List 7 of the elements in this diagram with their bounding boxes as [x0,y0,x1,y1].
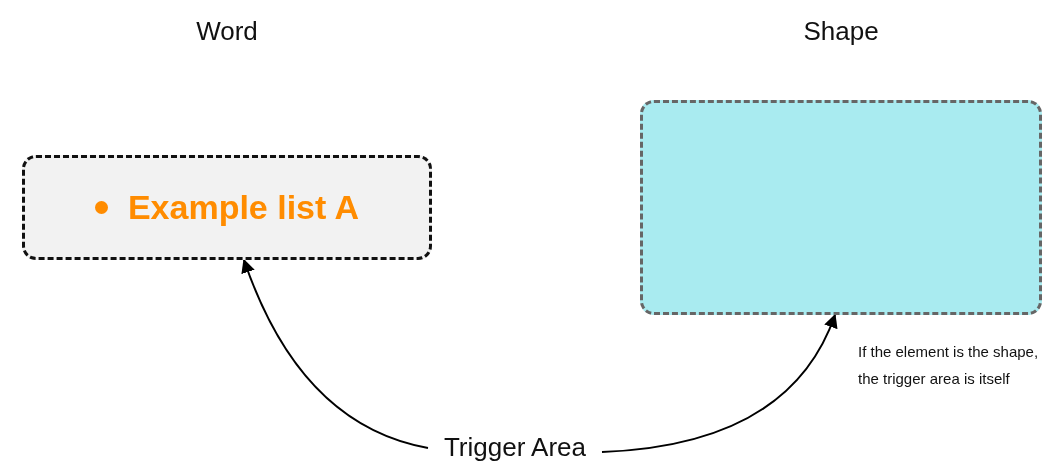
column-heading: Shape [803,16,879,46]
note-text: If the element is the shape, the trigger area is itself [858,342,1040,389]
list-item-text: Example list A [127,188,360,227]
column-heading: Word [196,16,258,46]
curved-arrow [601,313,837,453]
curved-arrow [241,258,429,449]
trigger-label: Trigger Area [432,432,598,465]
